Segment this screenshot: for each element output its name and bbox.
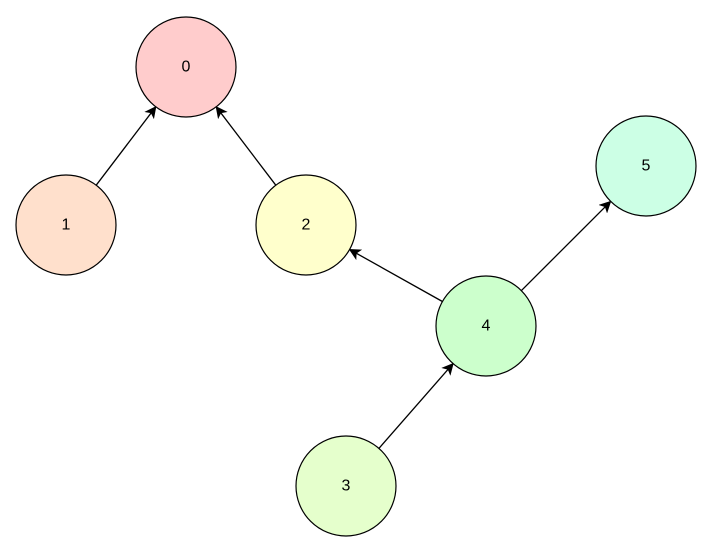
node-2-label: 2 bbox=[302, 217, 311, 234]
node-5-label: 5 bbox=[642, 158, 651, 175]
edge-4-to-2 bbox=[348, 248, 443, 303]
node-3-label: 3 bbox=[342, 478, 351, 495]
edge-4-to-5 bbox=[520, 200, 612, 292]
node-1: 1 bbox=[15, 174, 117, 276]
edge-2-to-0 bbox=[215, 106, 277, 186]
edges-layer bbox=[95, 106, 612, 449]
node-5: 5 bbox=[595, 115, 697, 217]
edge-3-to-4 bbox=[378, 362, 454, 449]
node-1-circle bbox=[15, 174, 117, 276]
node-1-label: 1 bbox=[62, 217, 71, 234]
node-5-circle bbox=[595, 115, 697, 217]
node-2-circle bbox=[255, 174, 357, 276]
node-0-circle bbox=[135, 16, 237, 118]
nodes-layer: 0 1 2 3 4 5 bbox=[15, 16, 697, 537]
node-4-label: 4 bbox=[482, 318, 491, 335]
node-3-circle bbox=[295, 435, 397, 537]
node-3: 3 bbox=[295, 435, 397, 537]
node-0-label: 0 bbox=[182, 59, 191, 76]
edge-1-to-0 bbox=[95, 106, 157, 186]
node-0: 0 bbox=[135, 16, 237, 118]
node-2: 2 bbox=[255, 174, 357, 276]
node-4: 4 bbox=[435, 275, 537, 377]
node-4-circle bbox=[435, 275, 537, 377]
